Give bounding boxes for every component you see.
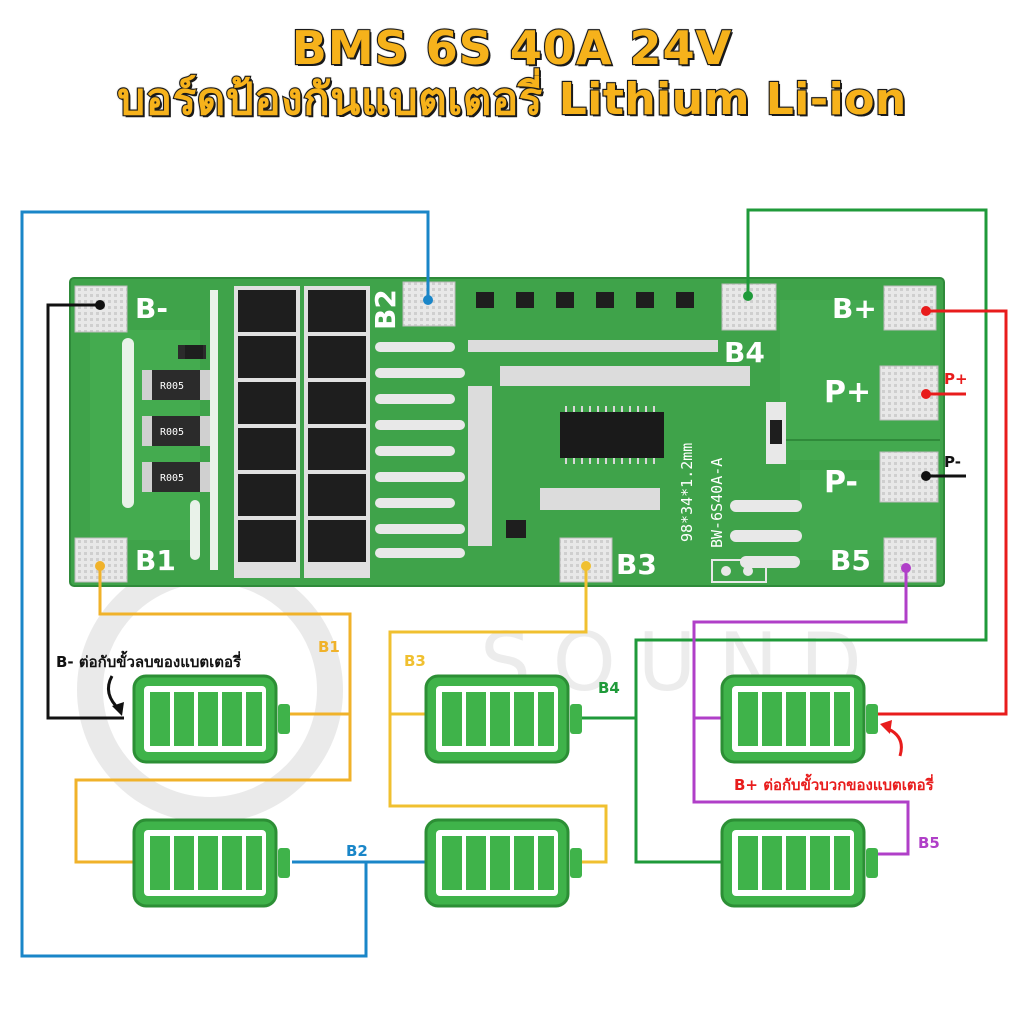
pcb-label-p-minus: P-: [824, 465, 858, 500]
pcb-label-b-minus: B-: [135, 292, 168, 325]
battery-icon-5: [720, 674, 880, 764]
wire-label-p-plus: P+: [944, 370, 968, 388]
shunt-resistors: R005 R005 R005: [142, 345, 210, 492]
resistor-label-1: R005: [160, 381, 184, 392]
resistor-label-3: R005: [160, 473, 184, 484]
battery-icon-2: [132, 818, 292, 908]
wire-b5: [692, 568, 910, 856]
wire-label-b5: B5: [918, 834, 940, 852]
pcb-label-b1: B1: [135, 544, 176, 577]
wire-label-b3: B3: [404, 652, 426, 670]
silkscreen-model: BW-6S40A-A: [708, 458, 726, 548]
wire-label-b2: B2: [346, 842, 368, 860]
wire-label-b1: B1: [318, 638, 340, 656]
mosfet-array: [234, 286, 370, 578]
pcb-board: B- B1 B2 B3 B4 B5 B+ P+ P- R005 R005 R00…: [69, 277, 945, 587]
battery-icon-1: [132, 674, 292, 764]
battery-icon-6: [720, 818, 880, 908]
note-b-minus: B- ต่อกับขั้วลบของแบตเตอรี่: [56, 650, 242, 671]
title-line-1: BMS 6S 40A 24V: [291, 21, 733, 76]
battery-icon-4: [424, 818, 584, 908]
pcb-label-b2: B2: [369, 289, 402, 330]
wire-b1-link: [74, 714, 352, 864]
pcb-label-b-plus: B+: [832, 292, 877, 325]
note-b-plus: B+ ต่อกับขั้วบวกของแบตเตอรี่: [734, 773, 935, 794]
resistor-label-2: R005: [160, 427, 184, 438]
silkscreen-size: 98*34*1.2mm: [678, 443, 696, 542]
title: BMS 6S 40A 24V บอร์ดป้องกันแบตเตอรี่ Lit…: [0, 21, 1024, 126]
pcb-label-b5: B5: [830, 544, 871, 577]
pcb-label-p-plus: P+: [824, 375, 871, 410]
wire-b-plus: [878, 309, 1008, 716]
transistor-row: [185, 292, 694, 538]
wire-b1: [98, 566, 352, 716]
battery-icon-3: [424, 674, 584, 764]
pad-b5: [883, 537, 937, 583]
wire-b3: [388, 566, 588, 716]
control-ic: [560, 406, 664, 464]
wire-label-b4: B4: [598, 679, 620, 697]
pcb-label-b4: B4: [724, 336, 765, 369]
wire-label-p-minus: P-: [944, 453, 961, 471]
title-line-2: บอร์ดป้องกันแบตเตอรี่ Lithium Li-ion: [116, 73, 907, 125]
wire-b-minus: [46, 303, 124, 720]
wire-b3-link: [388, 714, 608, 864]
wire-b4: [634, 208, 988, 864]
pcb-label-b3: B3: [616, 548, 657, 581]
